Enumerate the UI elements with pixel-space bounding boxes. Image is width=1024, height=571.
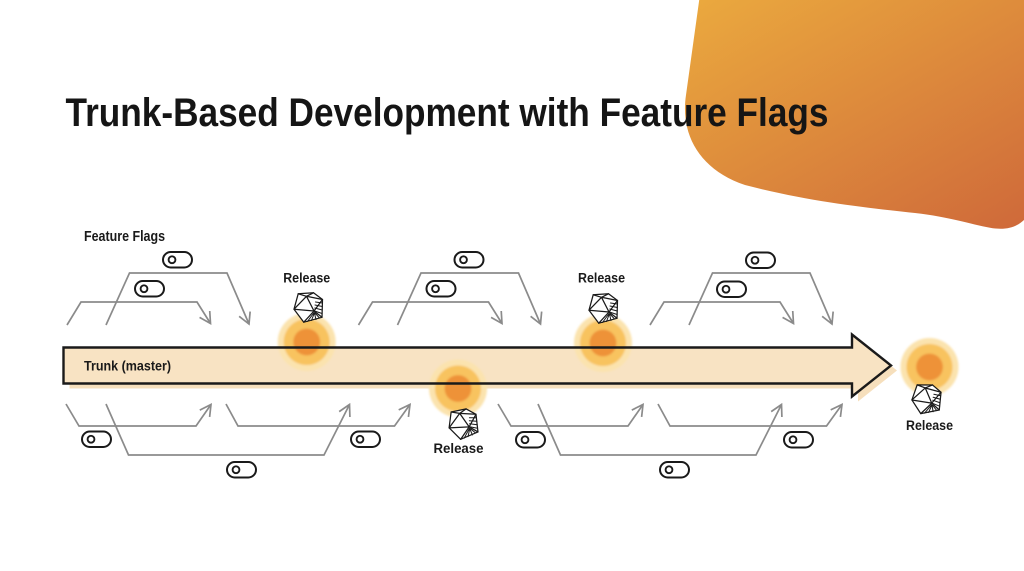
svg-text:Trunk-Based Development with F: Trunk-Based Development with Feature Fla… [66,91,829,135]
svg-text:Trunk (master): Trunk (master) [84,359,171,374]
svg-text:Release: Release [283,271,330,286]
svg-text:Release: Release [578,271,625,286]
svg-text:Release: Release [434,441,484,456]
svg-text:Release: Release [906,418,953,433]
svg-text:Feature Flags: Feature Flags [84,229,165,245]
